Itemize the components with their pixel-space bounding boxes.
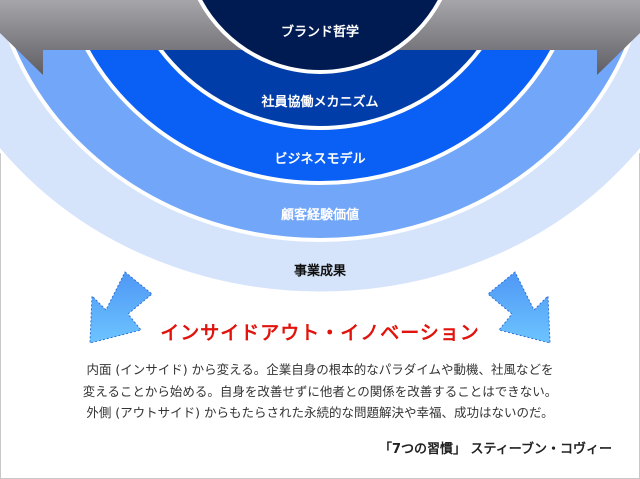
layer-label-customer-experience: 顧客経験価値 — [280, 208, 359, 223]
description: 内面 (インサイド) から変える。企業自身の根本的なパラダイムや動機、社風などを… — [20, 359, 620, 424]
layer-label-business-model: ビジネスモデル — [274, 152, 366, 167]
layer-label-business-results: 事業成果 — [293, 264, 346, 279]
description-line: 変えることから始める。自身を改善せずに他者との関係を改善することはできない。 — [82, 383, 558, 399]
arrow-left-icon — [89, 271, 153, 344]
core-brand-philosophy — [197, 0, 443, 74]
layer-label-employee-mechanism: 社員協働メカニズム — [261, 95, 379, 110]
description-line: 外側 (アウトサイド) からもたらされた永続的な問題解決や幸福、成功はないのだ。 — [86, 405, 554, 420]
citation: 「7つの習慣」 スティーブン・コヴィー — [378, 442, 612, 457]
description-line: 内面 (インサイド) から変える。企業自身の根本的なパラダイムや動機、社風などを — [86, 362, 554, 377]
layer-label-brand-philosophy: ブランド哲学 — [280, 25, 359, 40]
diagram-title: インサイドアウト・イノベーション — [160, 322, 480, 344]
arrow-right-icon — [487, 271, 551, 344]
